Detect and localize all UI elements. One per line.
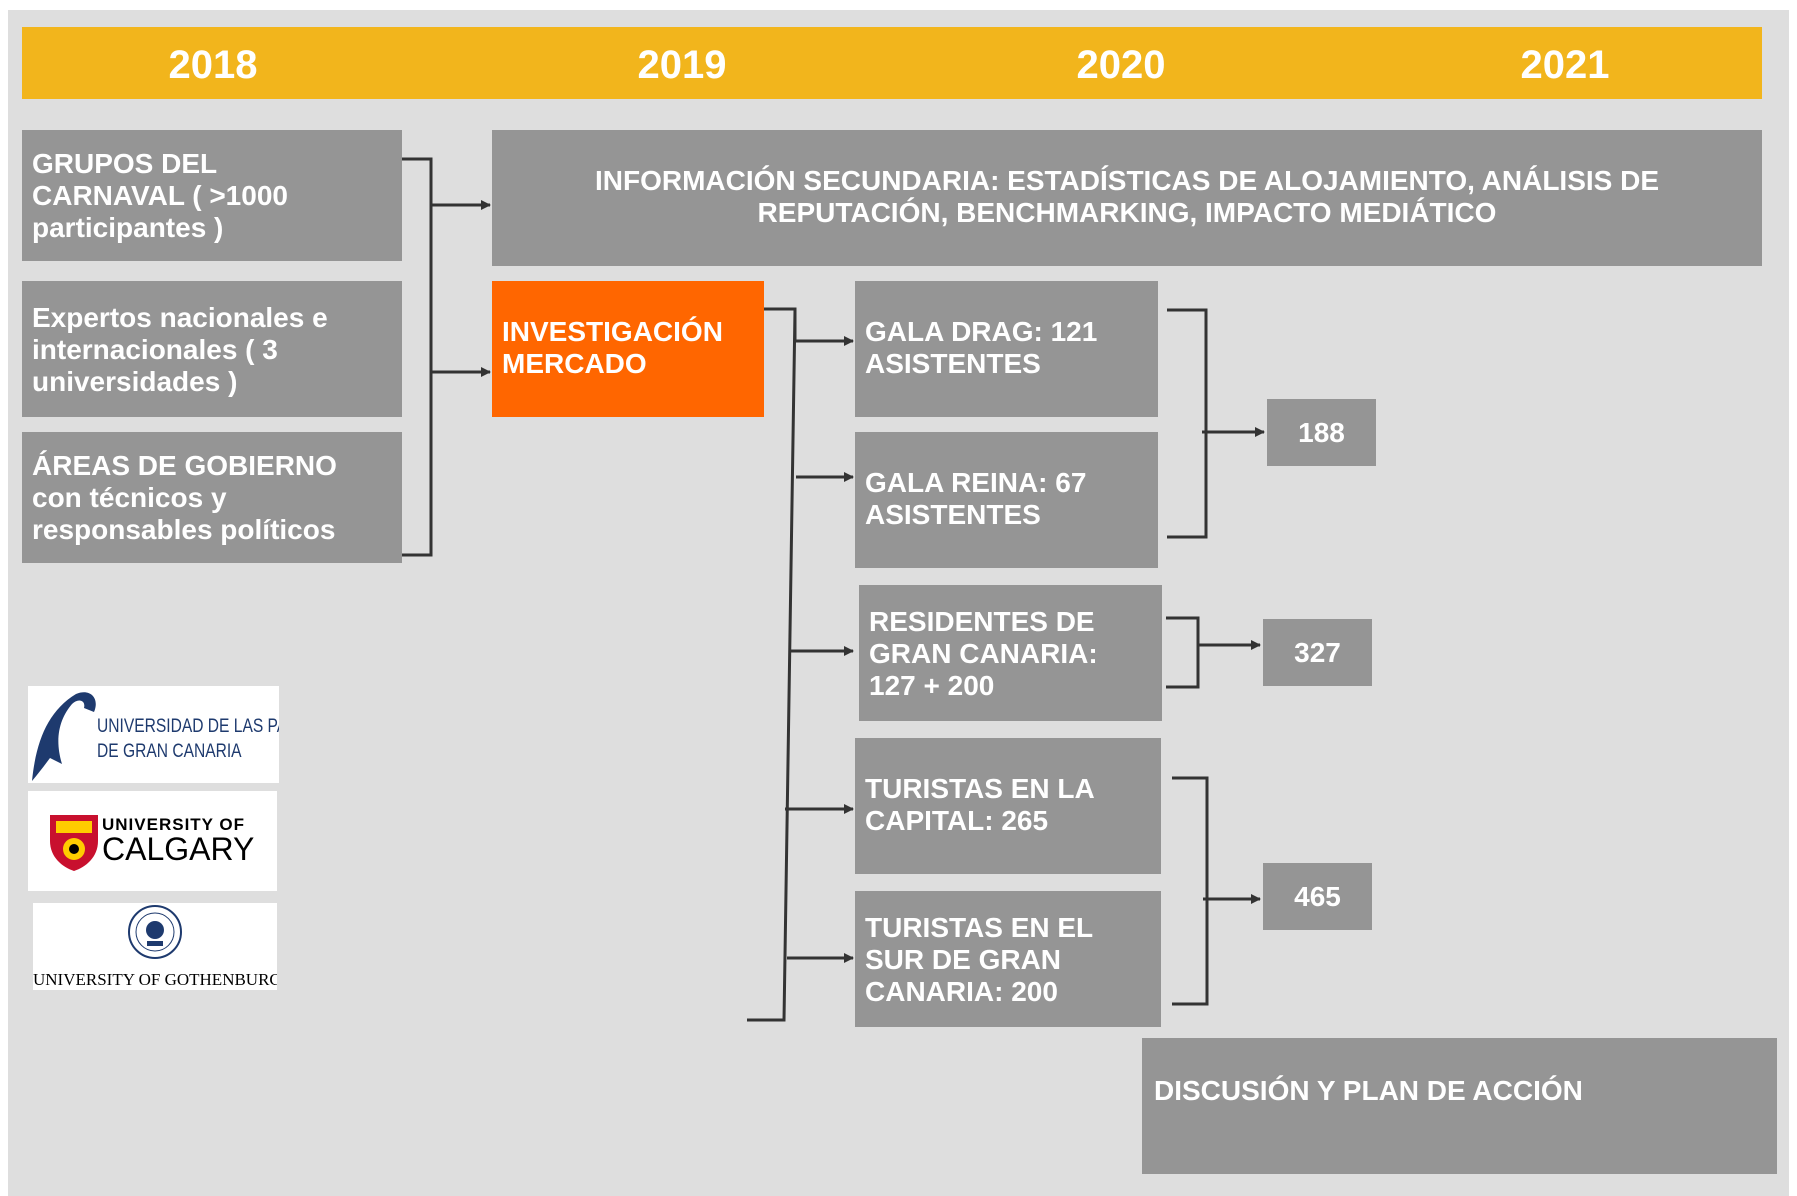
ulpgc-logo-text: UNIVERSIDAD DE LAS PALMAS xyxy=(97,716,279,737)
ulpgc-emblem-icon xyxy=(32,692,96,781)
survey-box: TURISTAS EN EL SUR DE GRAN CANARIA: 200 xyxy=(855,891,1161,1027)
ulpgc-logo: UNIVERSIDAD DE LAS PALMAS DE GRAN CANARI… xyxy=(28,686,279,783)
conclusion-box: DISCUSIÓN Y PLAN DE ACCIÓN xyxy=(1142,1038,1777,1174)
secondary-info-box: INFORMACIÓN SECUNDARIA: ESTADÍSTICAS DE … xyxy=(492,130,1762,266)
ulpgc-logo-text: DE GRAN CANARIA xyxy=(97,741,242,762)
year-label: 2021 xyxy=(1520,43,1610,87)
timeline-bar xyxy=(22,27,1762,99)
survey-box: GALA DRAG: 121 ASISTENTES xyxy=(855,281,1158,417)
survey-box: RESIDENTES DE GRAN CANARIA: 127 + 200 xyxy=(859,585,1162,721)
calgary-crest-icon xyxy=(50,815,98,871)
year-label: 2018 xyxy=(168,43,258,87)
year-label: 2020 xyxy=(1076,43,1166,87)
total-box: 327 xyxy=(1263,619,1372,686)
total-box: 188 xyxy=(1267,399,1376,466)
total-box: 465 xyxy=(1263,863,1372,930)
survey-box: GALA REINA: 67 ASISTENTES xyxy=(855,432,1158,568)
calgary-logo-text: UNIVERSITY OF xyxy=(102,815,246,834)
year-label: 2019 xyxy=(637,43,727,87)
gothenburg-seal-icon xyxy=(128,905,182,959)
gothenburg-logo: UNIVERSITY OF GOTHENBURG xyxy=(33,903,277,990)
survey-box: TURISTAS EN LA CAPITAL: 265 xyxy=(855,738,1161,874)
source-box: GRUPOS DEL CARNAVAL ( >1000 participante… xyxy=(22,130,402,261)
gothenburg-logo-text: UNIVERSITY OF GOTHENBURG xyxy=(33,970,277,989)
source-box: Expertos nacionales e internacionales ( … xyxy=(22,281,402,417)
calgary-logo-text: CALGARY xyxy=(102,831,255,867)
source-box: ÁREAS DE GOBIERNO con técnicos y respons… xyxy=(22,432,402,563)
market-research-box: INVESTIGACIÓN MERCADO xyxy=(492,281,764,417)
calgary-logo: UNIVERSITY OF CALGARY xyxy=(28,791,277,891)
